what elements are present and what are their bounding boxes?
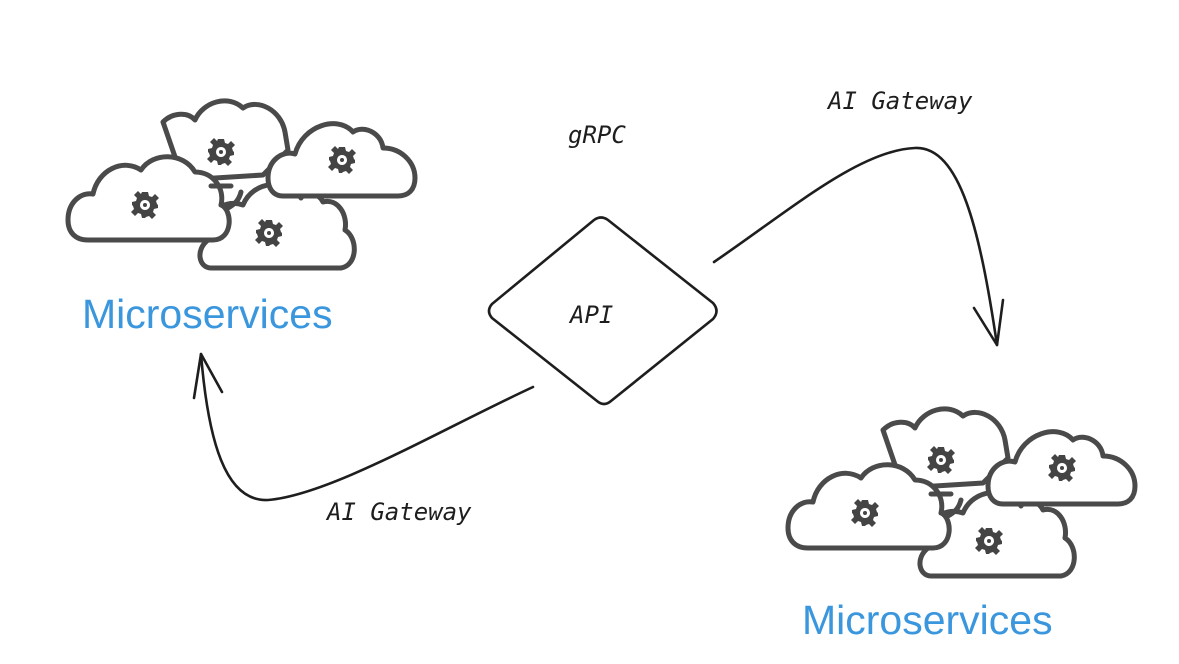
api-label: API [568,301,613,329]
microservices-right-node: Microservices [788,409,1135,643]
microservices-left-node: Microservices [68,101,415,337]
ai-gateway-top-label: AI Gateway [826,87,973,115]
clouds-with-gears-icon [68,101,415,268]
api-diamond [487,216,718,406]
ai-gateway-bottom-label: AI Gateway [325,498,472,526]
api-node: API [487,216,718,406]
grpc-label: gRPC [568,121,626,149]
arrowhead-icon [192,352,224,400]
microservices-right-label: Microservices [802,597,1053,643]
clouds-with-gears-icon [788,409,1135,576]
microservices-left-label: Microservices [82,291,333,337]
arrow-line [199,352,535,502]
edge-api-to-right: AI Gateway [712,87,1005,347]
arrowhead-icon [972,298,1005,347]
edge-api-to-left: AI Gateway [192,352,535,526]
arrow-line [712,146,999,347]
